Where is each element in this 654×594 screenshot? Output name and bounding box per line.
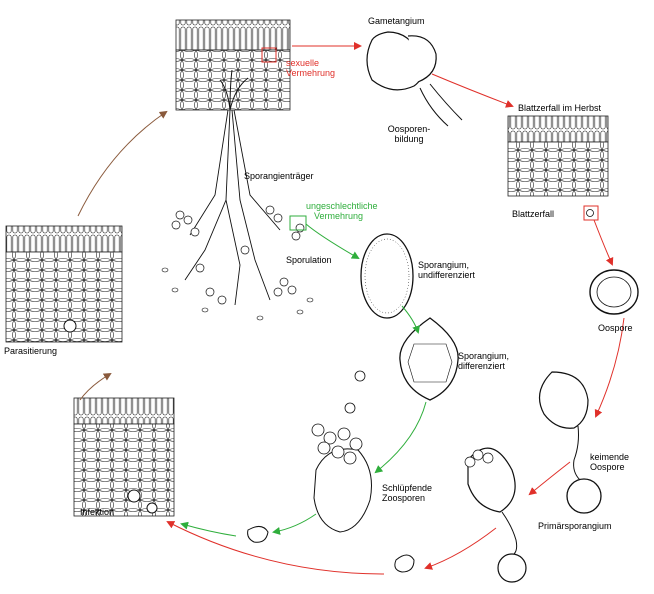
- label-leaf-fall-autumn: Blattzerfall im Herbst: [518, 103, 602, 113]
- leaf-section-top: [175, 19, 291, 111]
- arrow-to-differentiated: [401, 305, 420, 334]
- label-parasitization: Parasitierung: [4, 346, 58, 356]
- label-hatching-zoospores-2: Zoosporen: [382, 493, 426, 503]
- sporangium-undifferentiated: [360, 233, 414, 319]
- sporangium-differentiated: [399, 317, 459, 401]
- arrow-to-top-leaf: [77, 110, 168, 217]
- arrow-to-parasitization: [79, 372, 112, 401]
- arrow-to-leaf-fall: [431, 73, 514, 108]
- label-sexual-reproduction-2: Vermehrung: [286, 68, 336, 78]
- label-primary-sporangium: Primärsporangium: [538, 521, 612, 531]
- leaf-section-left: [5, 225, 123, 343]
- label-hatching-zoospores-1: Schlüpfende: [382, 483, 433, 493]
- sporangiophore-tree: [161, 109, 314, 321]
- label-sporangium-undiff-1: Sporangium,: [418, 260, 470, 270]
- hatching-zoospores: [311, 370, 372, 533]
- arrow-to-infection-green: [180, 521, 237, 537]
- label-asexual-reproduction-1: ungeschlechtliche: [306, 201, 378, 211]
- arrow-to-infection: [166, 521, 385, 575]
- label-oospore-formation-1: Oosporen-: [387, 124, 431, 134]
- germinating-oospore: [538, 371, 602, 514]
- label-oospore-formation-2: bildung: [394, 134, 424, 144]
- label-infection: Infektion: [80, 507, 115, 517]
- cycle-arrows: [77, 42, 625, 575]
- arrow-to-oospore: [593, 219, 614, 266]
- label-sporangium-diff-1: Sporangium,: [458, 351, 510, 361]
- label-asexual-reproduction-2: Vermehrung: [314, 211, 364, 221]
- leaf-section-right: [507, 115, 609, 221]
- label-oospore: Oospore: [598, 323, 633, 333]
- arrow-to-zoospore-bottom: [424, 527, 497, 570]
- zoospores: [247, 526, 415, 573]
- primary-sporangium: [464, 447, 527, 583]
- label-sporulation: Sporulation: [286, 255, 332, 265]
- arrow-to-sporangium: [305, 223, 360, 260]
- leaf-section-infection: [73, 397, 175, 517]
- label-sporangiophore: Sporangienträger: [244, 171, 314, 181]
- label-sporangium-diff-2: differenziert: [458, 361, 505, 371]
- label-gametangium: Gametangium: [368, 16, 425, 26]
- label-germinating-oospore-1: keimende: [590, 452, 630, 462]
- arrow-to-primary: [528, 461, 571, 496]
- arrow-to-hatching: [374, 401, 427, 474]
- label-germinating-oospore-2: Oospore: [590, 462, 625, 472]
- arrow-to-germinating: [594, 317, 625, 418]
- oospore: [589, 269, 639, 315]
- label-sexual-reproduction-1: sexuelle: [286, 58, 320, 68]
- arrow-to-zoospore-green: [272, 513, 317, 535]
- label-leaf-fall: Blattzerfall: [512, 209, 555, 219]
- label-sporangium-undiff-2: undifferenziert: [418, 270, 475, 280]
- gametangium: [366, 31, 463, 127]
